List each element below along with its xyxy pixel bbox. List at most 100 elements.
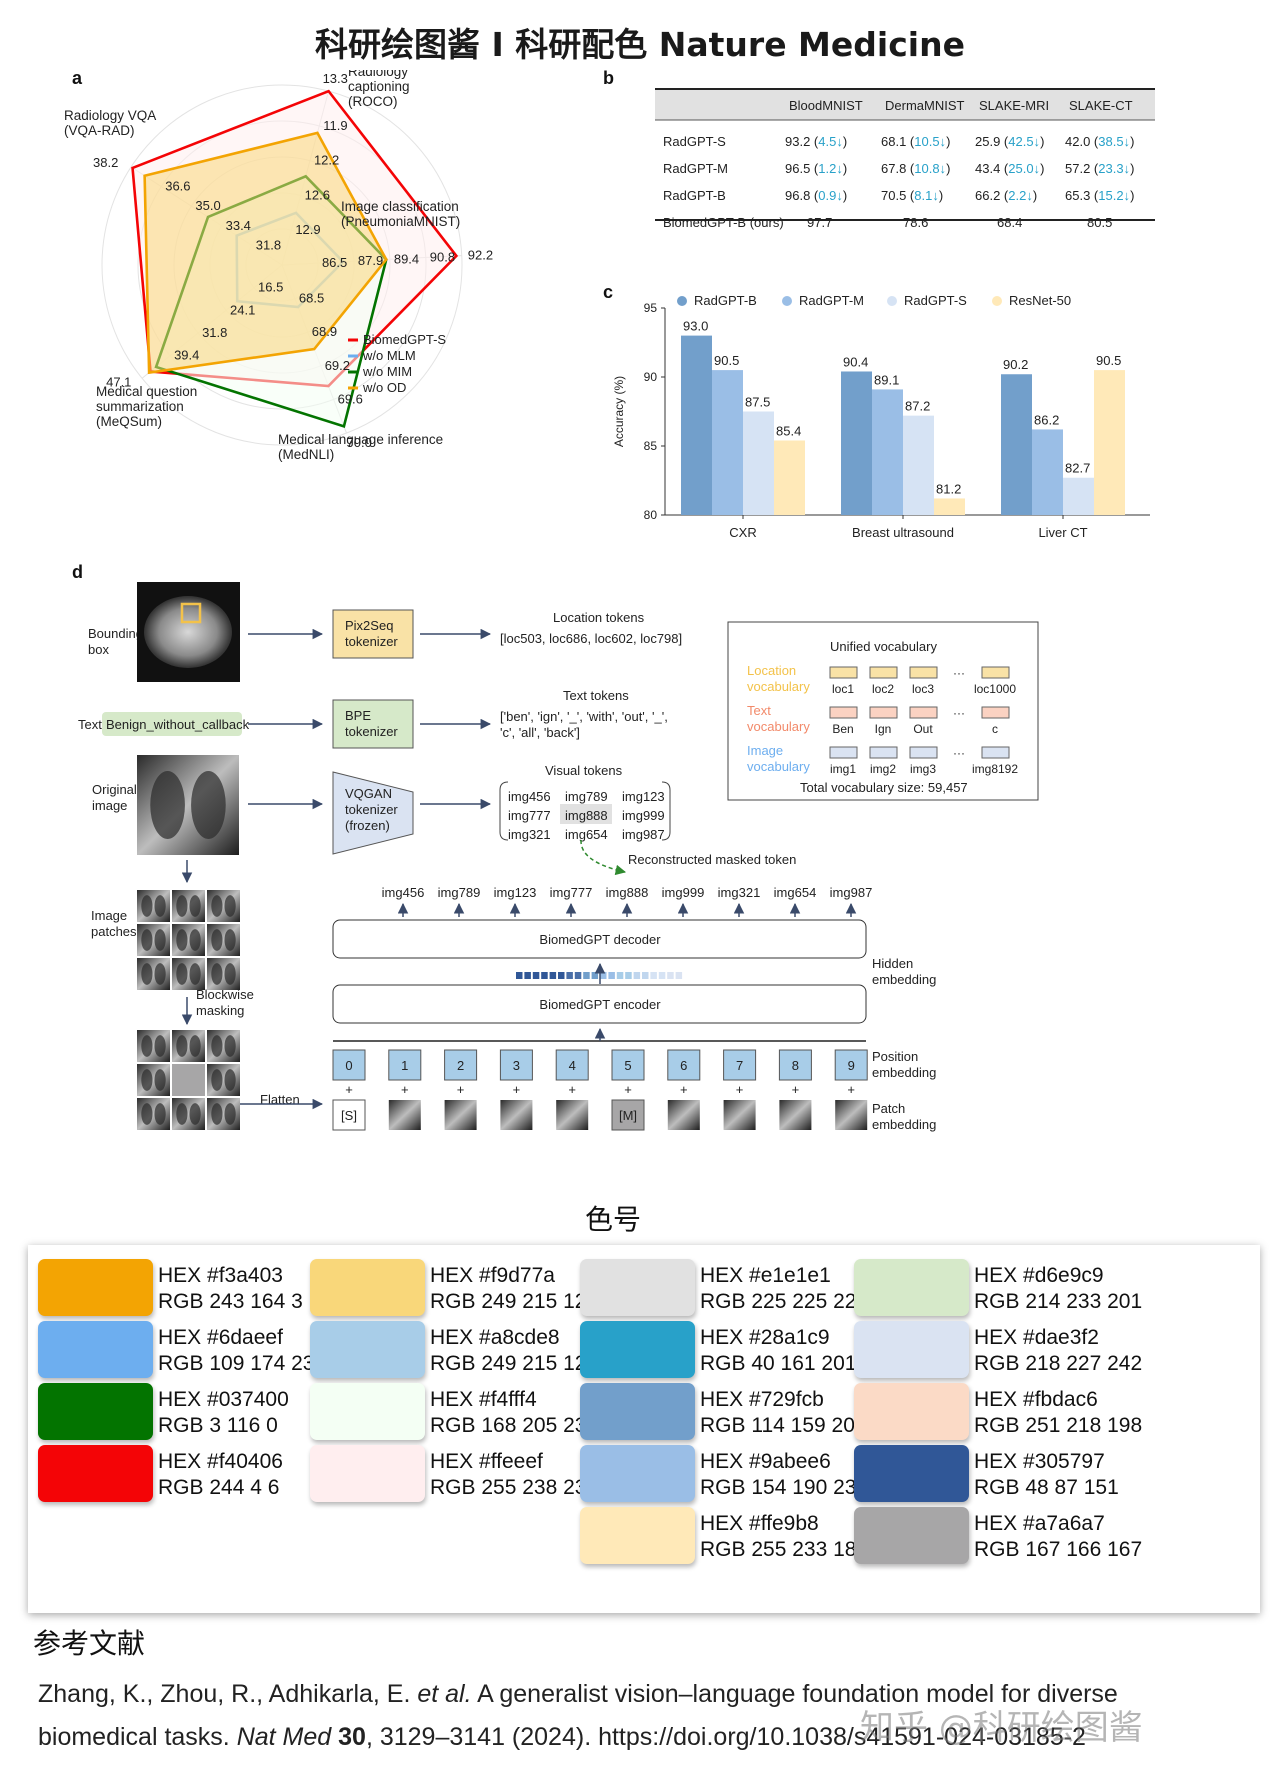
patch-embedding-label: embedding [872, 1117, 936, 1132]
masked-image-patch-lung [224, 1103, 236, 1125]
vocabulary-chip [869, 746, 898, 759]
position-index: 7 [736, 1058, 743, 1073]
label-bounding-box: box [88, 642, 109, 657]
radar-tick-label: 68.9 [312, 324, 337, 339]
axis-name-mednli: Medical language inference [278, 432, 443, 447]
radar-legend-label: w/o MLM [362, 348, 416, 363]
table-cell: 57.2 (23.3↓) [1065, 161, 1134, 176]
position-embedding-box [834, 1049, 868, 1081]
position-embedding-box [332, 1049, 366, 1081]
plus-sign: + [513, 1082, 521, 1097]
radar-tick-label: 12.6 [305, 187, 330, 202]
encoder-box [332, 984, 867, 1024]
label-original-image: Original [92, 782, 137, 797]
plus-sign: + [345, 1082, 353, 1097]
color-swatch [854, 1507, 969, 1564]
image-patch-lung [154, 895, 166, 917]
radar-tick-label: 31.8 [256, 237, 281, 252]
position-index: 8 [792, 1058, 799, 1073]
text-input-value: Benign_without_callback [106, 717, 250, 732]
image-patch-lung [141, 929, 153, 951]
color-hex: HEX #fbdac6 [974, 1388, 1098, 1411]
special-token-m-label: [M] [619, 1108, 637, 1123]
hidden-embedding-cell [625, 972, 632, 979]
vocabulary-row-name: vocabulary [747, 679, 810, 694]
location-tokens: [loc503, loc686, loc602, loc798] [500, 631, 682, 646]
masked-image-patch-lung [141, 1035, 153, 1057]
color-hex: HEX #9abee6 [700, 1450, 831, 1473]
visual-tokens-title: Visual tokens [545, 763, 623, 778]
decoder-output-token: img123 [494, 885, 537, 900]
image-patch-lung [154, 963, 166, 985]
patch-thumbnail [779, 1100, 812, 1130]
image-patch-lung [211, 895, 223, 917]
decoder-output-token: img456 [382, 885, 425, 900]
vocabulary-item: Ben [832, 722, 853, 736]
axis-name-pneumonia: Image classification [341, 199, 459, 214]
visual-token-highlight [560, 804, 612, 824]
color-hex: HEX #ffeeef [430, 1450, 543, 1473]
patch-thumbnail [388, 1100, 421, 1130]
label-original-image: image [92, 798, 127, 813]
color-rgb: RGB 255 233 184 [700, 1538, 869, 1561]
bar [903, 415, 934, 515]
bar-value-label: 90.5 [714, 353, 739, 368]
radar-series [131, 89, 459, 428]
color-rgb: RGB 255 238 239 [430, 1476, 599, 1499]
position-index: 0 [345, 1058, 352, 1073]
color-rgb: RGB 249 215 122 [430, 1352, 599, 1375]
color-rgb: RGB 244 4 6 [158, 1476, 280, 1499]
color-swatch [310, 1445, 425, 1502]
hidden-embedding-label: embedding [872, 972, 936, 987]
axis-name-mednli: (MedNLI) [278, 447, 334, 462]
bar [1001, 374, 1032, 515]
decoder-output-token: img999 [662, 885, 705, 900]
bpe-label: tokenizer [345, 724, 398, 739]
color-swatch [580, 1445, 695, 1502]
masked-image-patch-lung [154, 1069, 166, 1091]
vocabulary-ellipsis: ··· [953, 746, 965, 760]
special-token-s [332, 1099, 366, 1131]
color-hex: HEX #a8cde8 [430, 1326, 560, 1349]
table-cell: 93.2 (4.5↓) [785, 134, 847, 149]
color-swatch [854, 1383, 969, 1440]
radar-max-label: 47.1 [106, 374, 131, 389]
patch-thumbnail [556, 1100, 589, 1130]
ct-body [144, 596, 232, 668]
decoder-output-token: img777 [550, 885, 593, 900]
vocabulary-chip [829, 746, 858, 759]
patch-thumbnail [723, 1100, 756, 1130]
vocabulary-total: Total vocabulary size: 59,457 [800, 780, 968, 795]
vocabulary-item: Out [913, 722, 933, 736]
visual-token: img789 [565, 789, 608, 804]
special-token-s-label: [S] [341, 1108, 357, 1123]
visual-token: img654 [565, 827, 608, 842]
plus-sign: + [568, 1082, 576, 1097]
image-patch-lung [224, 929, 236, 951]
bar [712, 370, 743, 515]
table-model-name: RadGPT-S [663, 134, 726, 149]
vocabulary-item: loc1000 [974, 682, 1016, 696]
bar-legend-swatch [677, 296, 687, 306]
color-swatch [580, 1259, 695, 1316]
text-tokens: 'c', 'all', 'back'] [500, 725, 580, 740]
radar-series-w/o OD [143, 131, 388, 375]
vocabulary-item: img8192 [972, 762, 1018, 776]
bar-value-label: 86.2 [1034, 412, 1059, 427]
table-header-cell: SLAKE-MRI [979, 98, 1049, 113]
bar-category-label: CXR [729, 525, 756, 540]
position-embedding-box [444, 1049, 478, 1081]
radar-tick-label: 87.9 [358, 253, 383, 268]
vocabulary-ellipsis: ··· [953, 666, 965, 680]
bar-legend-swatch [992, 296, 1002, 306]
radar-tick-label: 24.1 [230, 302, 255, 317]
vocabulary-item: img2 [870, 762, 896, 776]
image-patch-lung [176, 895, 188, 917]
visual-token: img777 [508, 808, 551, 823]
